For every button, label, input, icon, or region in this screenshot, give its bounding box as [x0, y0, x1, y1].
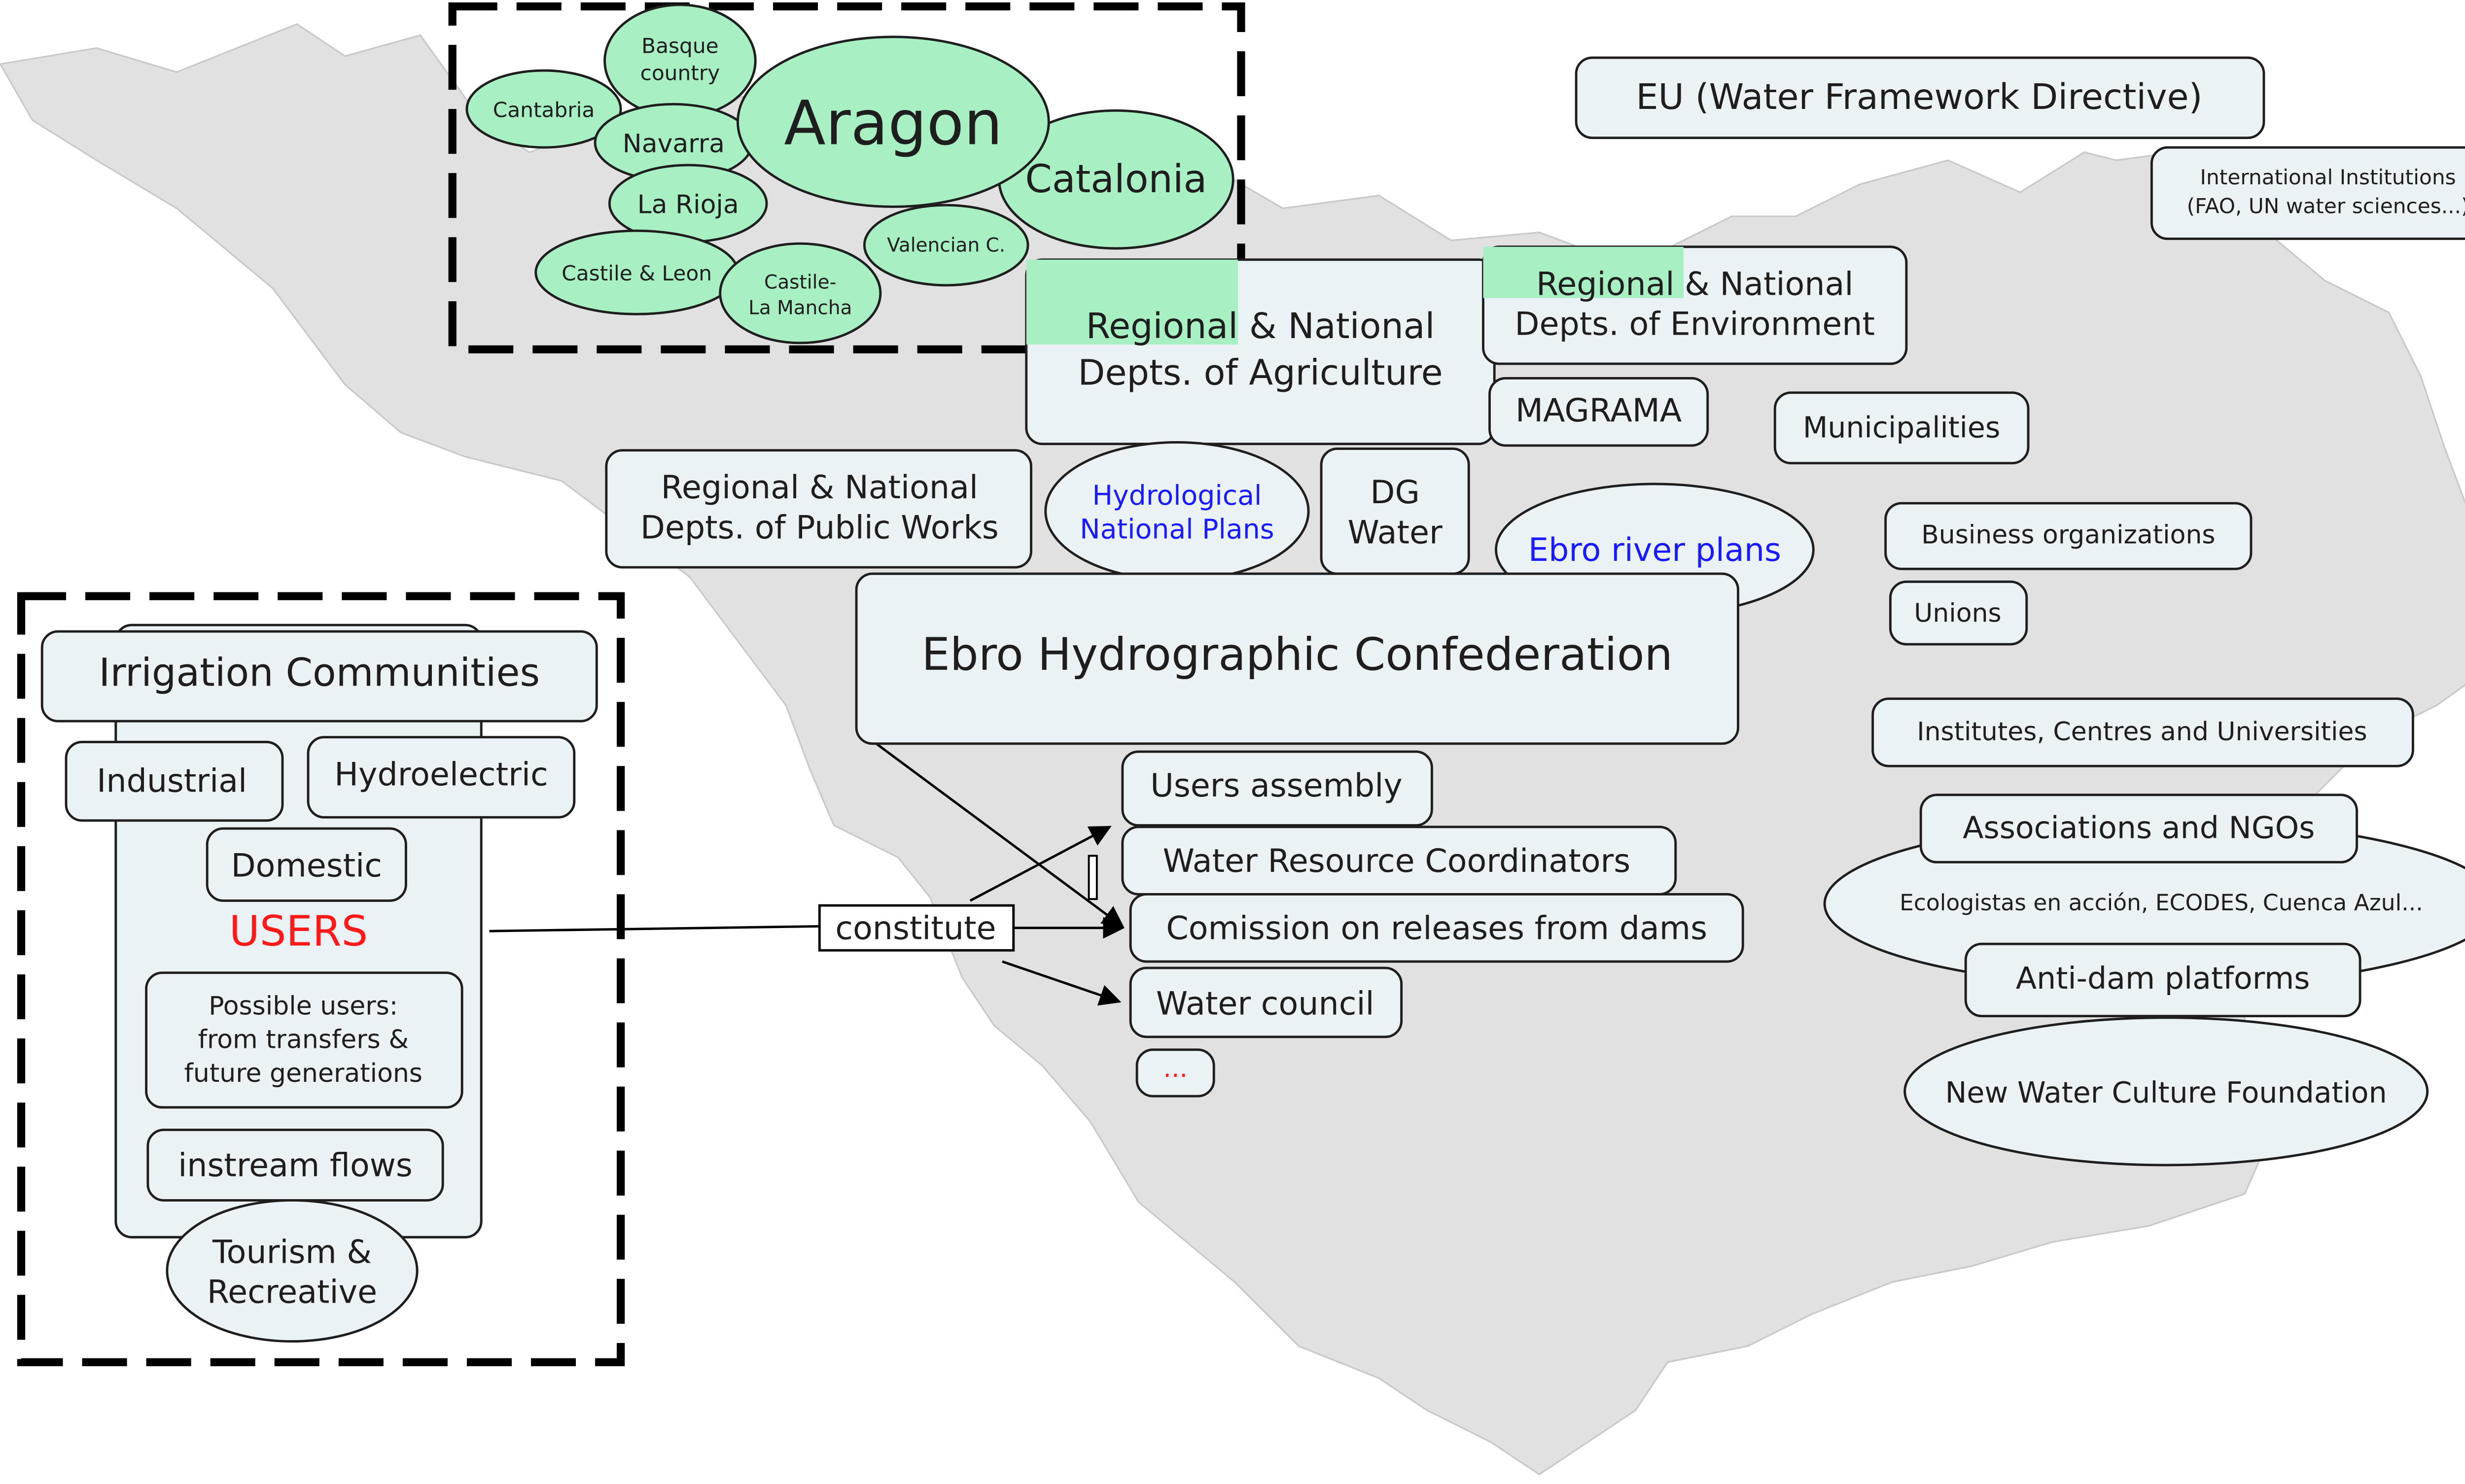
- basque-line-2: country: [640, 61, 720, 85]
- council-label: Water council: [1156, 985, 1374, 1022]
- users-to-constitute-line: [489, 925, 820, 932]
- domestic-box: Domestic: [206, 827, 407, 902]
- industrial-box: Industrial: [65, 741, 284, 822]
- possible-users-box: Possible users: from transfers & future …: [145, 971, 463, 1109]
- region-la-rioja: La Rioja: [608, 164, 768, 243]
- municipalities-box: Municipalities: [1773, 391, 2030, 465]
- users-assembly-box: Users assembly: [1121, 750, 1433, 827]
- public-works-line-1: Regional & National: [661, 469, 978, 506]
- constitute-to-assembly-arrow: [969, 826, 1112, 902]
- institutes-box: Institutes, Centres and Universities: [1871, 697, 2414, 767]
- instream-label: instream flows: [178, 1147, 413, 1184]
- agriculture-line-2: Depts. of Agriculture: [1078, 352, 1443, 393]
- eu-label: EU (Water Framework Directive): [1636, 76, 2202, 117]
- comission-box: Comission on releases from dams: [1129, 893, 1744, 963]
- new-water-label: New Water Culture Foundation: [1945, 1076, 2387, 1109]
- region-navarra: Navarra: [594, 103, 754, 182]
- regional-governments-frame: [448, 2, 1245, 353]
- dg-water-box: DG Water: [1320, 448, 1470, 575]
- eu-box: EU (Water Framework Directive): [1575, 56, 2265, 139]
- confederation-box: Ebro Hydrographic Confederation: [855, 572, 1739, 745]
- environment-box: Regional & National Depts. of Environmen…: [1482, 245, 1908, 365]
- region-castile-leon: Castile & Leon: [534, 229, 739, 315]
- public-works-box: Regional & National Depts. of Public Wor…: [605, 449, 1032, 569]
- hydrological-line-1: Hydrological: [1092, 480, 1262, 512]
- associations-box: Associations and NGOs: [1919, 794, 2359, 863]
- ecologistas-label: Ecologistas en acción, ECODES, Cuenca Az…: [1900, 890, 2423, 916]
- anti-dam-label: Anti-dam platforms: [2016, 961, 2310, 996]
- constitute-to-council-arrow: [1002, 960, 1122, 1006]
- constitute-box: constitute: [818, 904, 1015, 952]
- possible-line-1: Possible users:: [209, 991, 398, 1021]
- region-catalonia: Catalonia: [998, 109, 1234, 250]
- international-box: International Institutions (FAO, UN wate…: [2150, 146, 2465, 240]
- region-cantabria: Cantabria: [465, 69, 622, 149]
- valencian-label: Valencian C.: [887, 235, 1005, 257]
- water-council-box: Water council: [1129, 966, 1403, 1038]
- cantabria-label: Cantabria: [493, 98, 595, 122]
- international-line-2: (FAO, UN water sciences...): [2187, 194, 2465, 218]
- hydrological-line-2: National Plans: [1080, 514, 1274, 546]
- magrama-label: MAGRAMA: [1515, 392, 1682, 429]
- business-box: Business organizations: [1884, 502, 2253, 570]
- coordinators-label: Water Resource Coordinators: [1163, 843, 1630, 880]
- la-rioja-label: La Rioja: [637, 190, 739, 219]
- region-aragon: Aragon: [737, 35, 1050, 208]
- ebro-plans-label: Ebro river plans: [1528, 532, 1781, 569]
- associations-label: Associations and NGOs: [1963, 810, 2315, 846]
- tourism-ellipse: Tourism & Recreative: [166, 1199, 419, 1343]
- confederation-to-comission-line: [873, 741, 1125, 928]
- coordinators-box: Water Resource Coordinators: [1121, 826, 1677, 896]
- agriculture-line-1: Regional & National: [1086, 306, 1435, 346]
- irrigation-label: Irrigation Communities: [99, 651, 540, 695]
- possible-line-2: from transfers &: [198, 1025, 409, 1055]
- domestic-label: Domestic: [231, 848, 382, 885]
- dg-water-line-2: Water: [1348, 514, 1443, 551]
- environment-line-2: Depts. of Environment: [1514, 306, 1875, 343]
- municipalities-label: Municipalities: [1803, 411, 2001, 445]
- aragon-label: Aragon: [784, 88, 1002, 159]
- tourism-line-2: Recreative: [207, 1274, 377, 1311]
- castile-mancha-line-1: Castile-: [764, 271, 836, 293]
- connector-tick: [1088, 855, 1098, 900]
- institutes-label: Institutes, Centres and Universities: [1917, 717, 2367, 747]
- instream-box: instream flows: [146, 1128, 444, 1202]
- environment-line-1: Regional & National: [1536, 266, 1853, 303]
- public-works-line-2: Depts. of Public Works: [640, 510, 999, 547]
- tourism-line-1: Tourism &: [212, 1234, 372, 1271]
- hydrological-plans-ellipse: Hydrological National Plans: [1044, 441, 1310, 582]
- hydroelectric-box: Hydroelectric: [307, 736, 576, 819]
- possible-line-3: future generations: [184, 1059, 423, 1088]
- unions-label: Unions: [1914, 599, 2001, 628]
- magrama-box: MAGRAMA: [1488, 377, 1709, 447]
- unions-box: Unions: [1889, 580, 2028, 646]
- hydroelectric-label: Hydroelectric: [334, 756, 548, 793]
- dg-water-line-1: DG: [1370, 474, 1419, 511]
- more-bodies-label: ...: [1163, 1054, 1188, 1083]
- navarra-label: Navarra: [623, 129, 725, 159]
- business-label: Business organizations: [1921, 520, 2215, 550]
- castile-mancha-line-2: La Mancha: [748, 297, 852, 319]
- region-basque-country: Basque country: [603, 3, 757, 118]
- anti-dam-box: Anti-dam platforms: [1964, 942, 2361, 1017]
- confederation-label: Ebro Hydrographic Confederation: [921, 628, 1673, 681]
- constitute-label: constitute: [835, 910, 996, 947]
- irrigation-box: Irrigation Communities: [40, 630, 598, 723]
- assembly-label: Users assembly: [1150, 767, 1402, 804]
- region-valencian: Valencian C.: [863, 204, 1029, 287]
- international-line-1: International Institutions: [2200, 165, 2456, 189]
- agriculture-box: Regional & National Depts. of Agricultur…: [1025, 258, 1496, 446]
- comission-label: Comission on releases from dams: [1166, 910, 1707, 947]
- catalonia-label: Catalonia: [1025, 157, 1207, 202]
- users-label: USERS: [229, 907, 368, 955]
- region-castile-mancha: Castile- La Mancha: [719, 242, 882, 345]
- castile-leon-label: Castile & Leon: [562, 261, 712, 285]
- basque-line-1: Basque: [641, 34, 719, 58]
- new-water-ellipse: New Water Culture Foundation: [1903, 1016, 2429, 1167]
- more-bodies-box: ...: [1135, 1048, 1215, 1098]
- industrial-label: Industrial: [97, 762, 247, 799]
- users-frame: [17, 592, 625, 1367]
